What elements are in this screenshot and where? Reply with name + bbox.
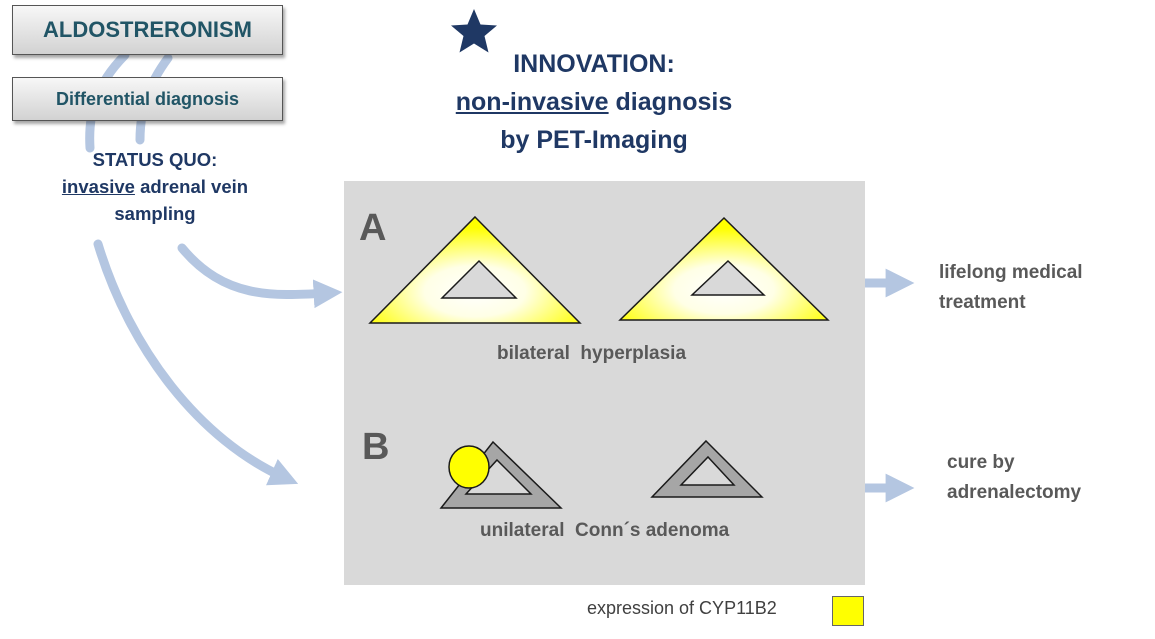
innovation-line3: by PET-Imaging (500, 126, 688, 154)
invasive-word: invasive (61, 176, 135, 197)
innovation-text: INNOVATION: non-invasive diagnosis by PE… (394, 45, 794, 159)
outcome-b-line2: adrenalectomy (947, 482, 1082, 503)
arrow-to-panel-a (177, 243, 343, 309)
outcome-a-line1: lifelong medical (939, 262, 1083, 283)
status-quo-line2-rest: adrenal vein (134, 176, 249, 197)
outcome-a-line2: treatment (939, 292, 1026, 313)
outcome-b-line1: cure by (947, 452, 1015, 473)
panel-b-caption: unilateral Conn´s adenoma (480, 520, 730, 541)
gland-b-left (439, 440, 563, 509)
panel-a-letter: A (359, 207, 387, 249)
panel-b-letter: B (362, 426, 390, 468)
outcome-a-text: lifelong medical treatment (939, 258, 1083, 318)
gland-b-right (650, 439, 764, 498)
innovation-line2-rest: diagnosis (608, 88, 733, 116)
differential-diagnosis-box: Differential diagnosis (12, 77, 283, 121)
status-quo-line3: sampling (114, 203, 196, 224)
innovation-line1: INNOVATION: (513, 50, 675, 78)
gland-a-right (618, 216, 830, 321)
aldosteronism-box: ALDOSTRERONISM (12, 5, 283, 55)
gland-a-left (368, 215, 582, 324)
panel-a-caption: bilateral hyperplasia (497, 343, 687, 364)
status-quo-text: STATUS QUO: invasive adrenal vein sampli… (10, 146, 300, 227)
legend-label: expression of CYP11B2 (587, 598, 777, 618)
adenoma-nodule (448, 445, 490, 489)
status-quo-line2: invasive adrenal vein (10, 173, 300, 200)
arrow-to-panel-b (93, 239, 299, 486)
non-invasive-word: non-invasive (455, 88, 609, 116)
comparison-panel (344, 181, 865, 585)
status-quo-line1: STATUS QUO: (92, 149, 218, 170)
legend-swatch (832, 596, 864, 626)
outcome-b-text: cure by adrenalectomy (947, 448, 1081, 508)
innovation-line2: non-invasive diagnosis (394, 83, 794, 121)
